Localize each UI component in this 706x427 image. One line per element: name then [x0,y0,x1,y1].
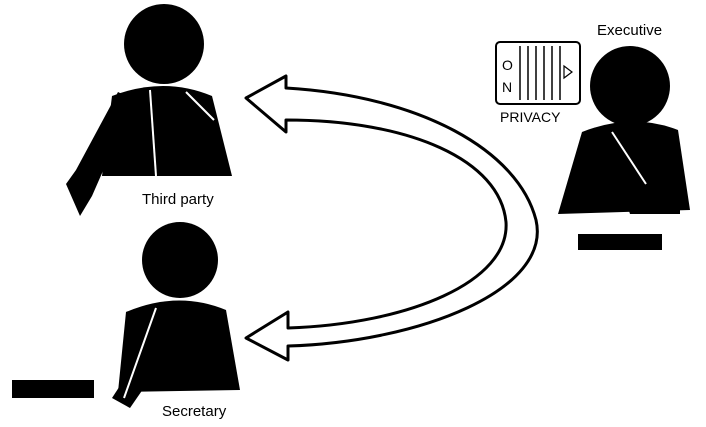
privacy-switch-letter-n: N [502,79,512,95]
executive-label: Executive [597,22,662,39]
curved-double-arrow-icon [244,74,539,362]
desk-plate-icon [12,380,94,398]
privacy-caption: PRIVACY [500,109,561,125]
secretary-arm [112,306,192,408]
secretary-figure [12,222,240,408]
secretary-label: Secretary [162,403,227,420]
third-party-head [124,4,204,84]
third-party-arm [66,92,134,216]
desk-plate-icon [578,234,662,250]
secretary-head [142,222,218,298]
third-party-body [102,86,232,176]
privacy-switch-icon [495,41,581,105]
third-party-figure [66,4,232,216]
third-party-label: Third party [142,191,214,208]
executive-figure [558,46,690,250]
executive-head [590,46,670,126]
executive-arm [604,132,680,214]
privacy-switch-letter-o: O [502,57,513,73]
